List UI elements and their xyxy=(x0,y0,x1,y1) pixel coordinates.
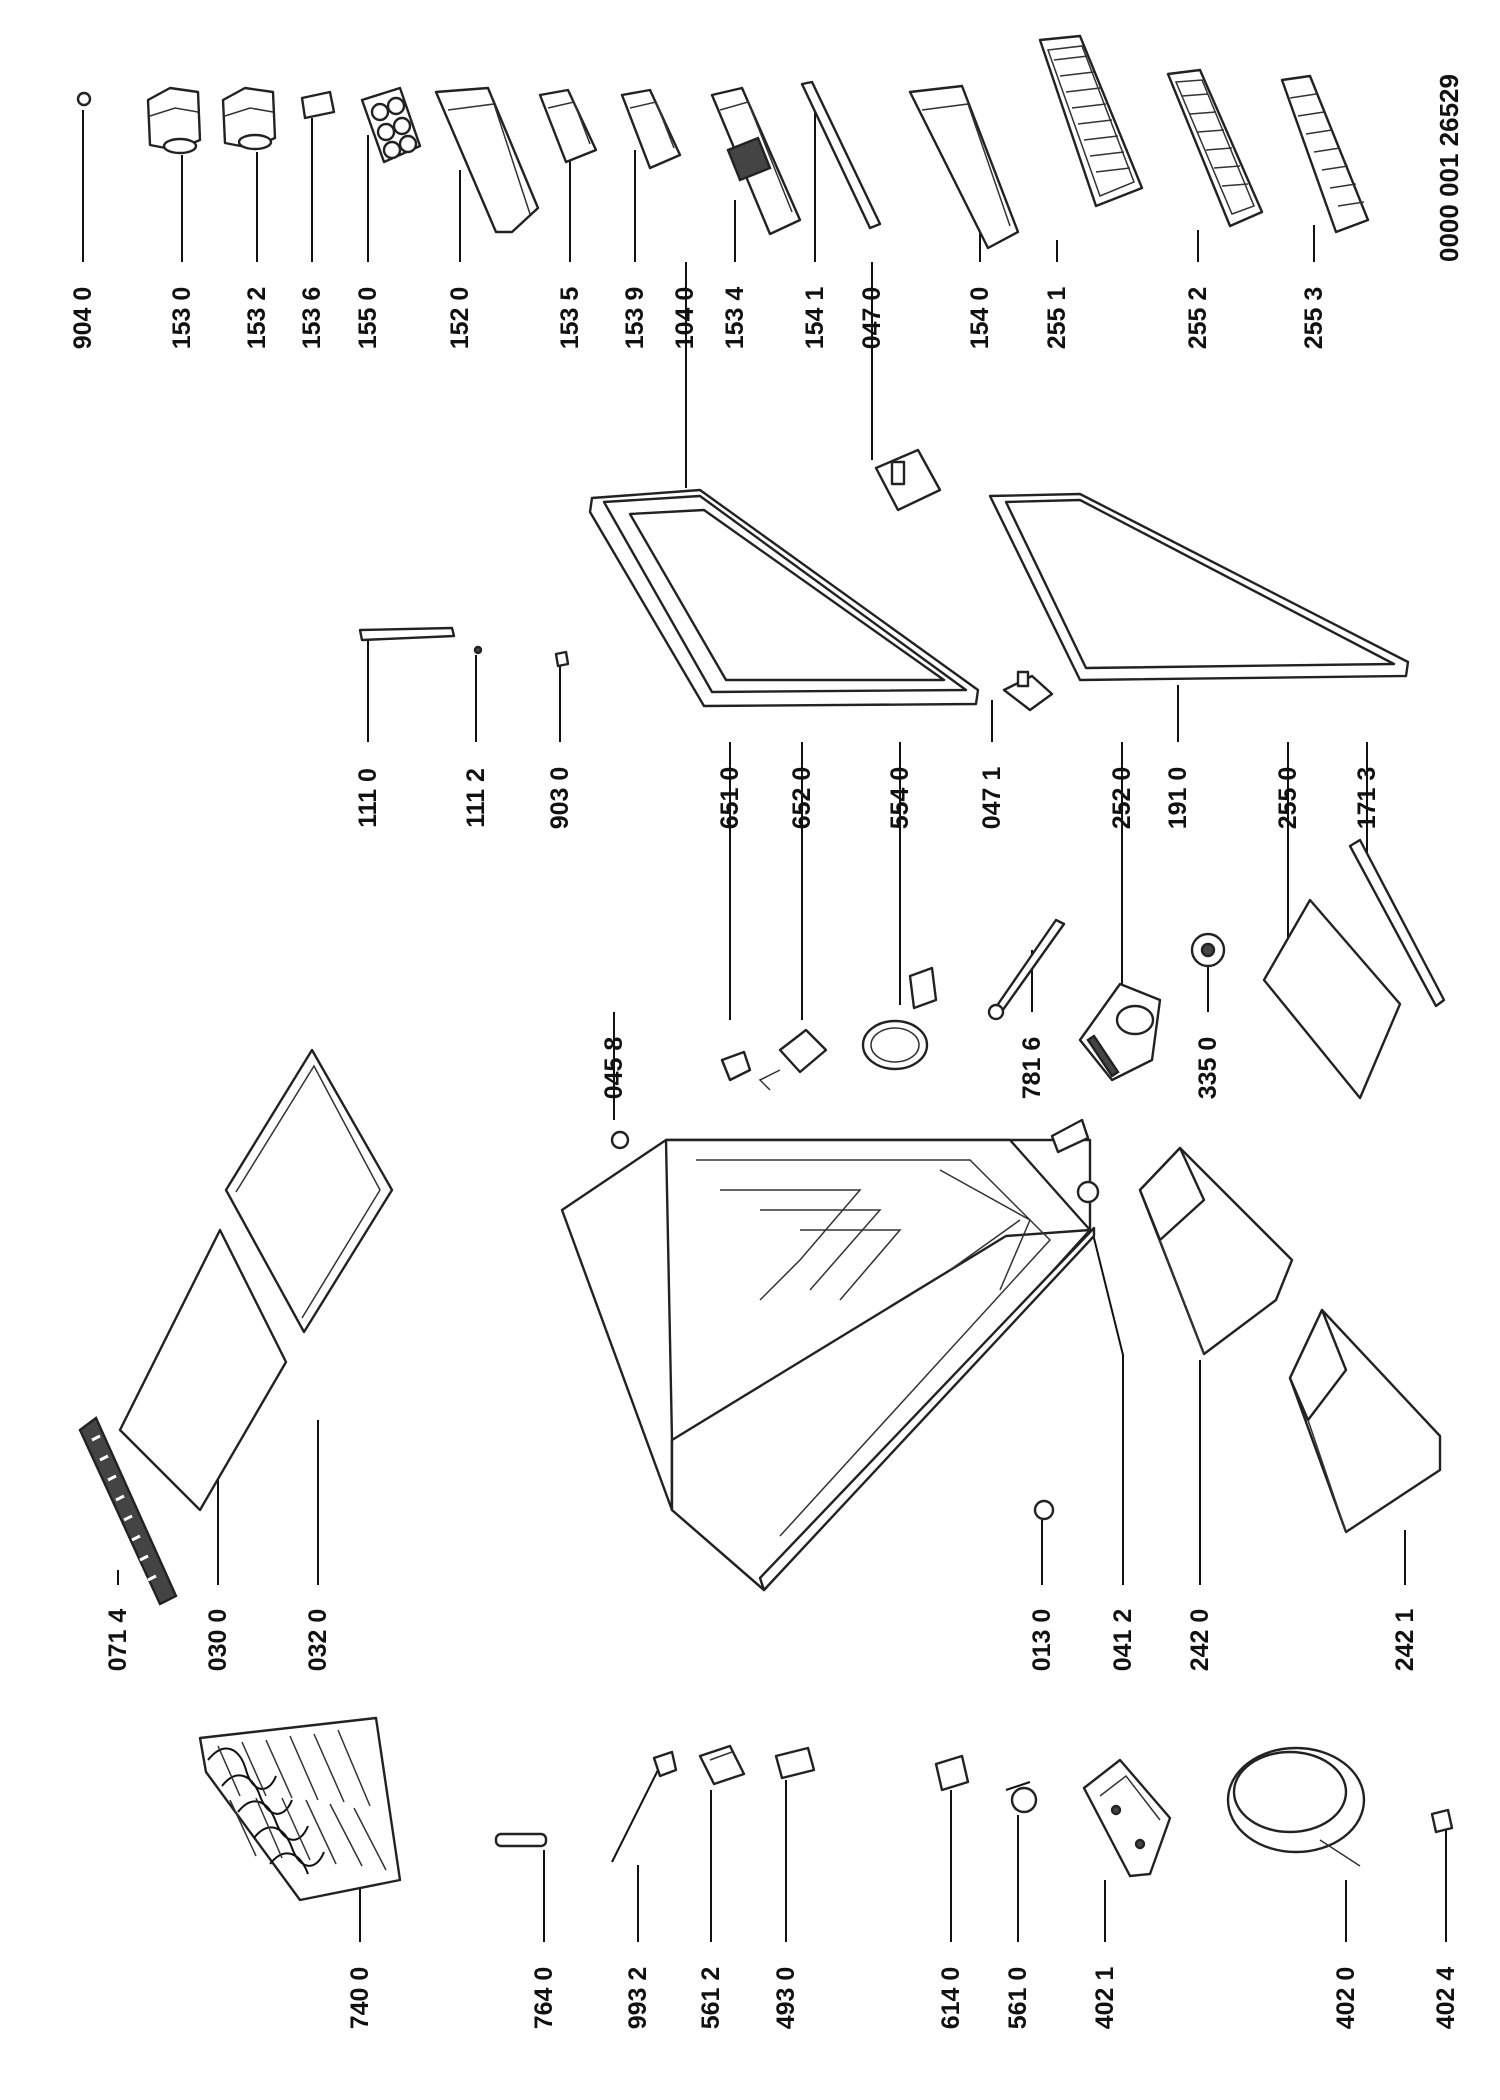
label-242-0: 242 0 xyxy=(1186,1609,1214,1672)
part-652-0 xyxy=(758,1028,828,1091)
label-013-0: 013 0 xyxy=(1028,1609,1056,1672)
label-561-0: 561 0 xyxy=(1004,1967,1032,2030)
label-153-6: 153 6 xyxy=(298,287,326,350)
part-255-3 xyxy=(1280,74,1370,234)
part-153-9 xyxy=(620,88,682,170)
part-cabinet xyxy=(560,1138,1096,1592)
part-764-0 xyxy=(494,1832,548,1848)
part-740-0 xyxy=(198,1716,402,1902)
label-561-2: 561 2 xyxy=(697,1967,725,2030)
part-255-0 xyxy=(1262,898,1402,1100)
part-402-0 xyxy=(1226,1746,1366,1867)
part-242-0 xyxy=(1138,1146,1294,1356)
part-152-0 xyxy=(434,86,540,234)
label-111-2: 111 2 xyxy=(462,768,490,828)
part-030-0 xyxy=(118,1228,288,1512)
part-171-3 xyxy=(1348,838,1446,1008)
label-153-0: 153 0 xyxy=(168,287,196,350)
document-number: 0000 001 26529 xyxy=(1434,74,1464,262)
label-402-4: 402 4 xyxy=(1432,1967,1460,2030)
label-047-1: 047 1 xyxy=(978,767,1006,830)
part-561-2 xyxy=(698,1744,746,1786)
label-402-0: 402 0 xyxy=(1332,1967,1360,2030)
part-032-0 xyxy=(224,1048,394,1334)
label-781-6: 781 6 xyxy=(1018,1037,1046,1100)
part-047-1 xyxy=(1002,670,1054,712)
part-154-0 xyxy=(908,84,1020,250)
part-252-0 xyxy=(1078,982,1162,1082)
part-561-0 xyxy=(1005,1781,1038,1814)
part-071-4 xyxy=(78,1416,178,1606)
label-191-0: 191 0 xyxy=(1164,767,1192,830)
part-903-0 xyxy=(554,650,570,668)
label-242-1: 242 1 xyxy=(1391,1609,1419,1672)
label-154-1: 154 1 xyxy=(801,287,829,350)
part-153-0 xyxy=(146,86,202,155)
part-781-6 xyxy=(987,918,1066,1021)
leader-lines xyxy=(82,110,1447,1942)
label-041-2: 041 2 xyxy=(1109,1609,1137,1672)
label-764-0: 764 0 xyxy=(530,1967,558,2030)
label-904-0: 904 0 xyxy=(69,287,97,350)
part-993-2 xyxy=(611,1750,678,1863)
part-554-0 xyxy=(861,966,938,1071)
part-614-0 xyxy=(934,1754,970,1792)
part-111-0 xyxy=(358,626,456,642)
label-402-1: 402 1 xyxy=(1091,1967,1119,2030)
part-242-1 xyxy=(1288,1308,1442,1534)
label-030-0: 030 0 xyxy=(204,1609,232,1672)
part-154-1 xyxy=(800,80,882,230)
label-154-0: 154 0 xyxy=(966,287,994,350)
part-153-2 xyxy=(221,86,277,151)
part-191-0-gasket xyxy=(988,492,1410,682)
label-032-0: 032 0 xyxy=(304,1609,332,1672)
label-255-3: 255 3 xyxy=(1300,287,1328,350)
part-255-1 xyxy=(1038,34,1144,208)
part-402-4 xyxy=(1430,1808,1454,1834)
label-071-4: 071 4 xyxy=(104,1609,132,1672)
label-255-1: 255 1 xyxy=(1043,287,1071,350)
part-153-6 xyxy=(300,90,336,120)
part-155-0 xyxy=(360,86,422,164)
part-904-0 xyxy=(76,91,92,107)
label-740-0: 740 0 xyxy=(346,1967,374,2030)
label-993-2: 993 2 xyxy=(624,1967,652,2030)
label-153-9: 153 9 xyxy=(621,287,649,350)
label-493-0: 493 0 xyxy=(772,1967,800,2030)
part-041-2 xyxy=(1050,1118,1100,1204)
label-153-4: 153 4 xyxy=(721,287,749,350)
part-111-2 xyxy=(473,645,483,655)
part-047-0 xyxy=(874,448,942,512)
label-335-0: 335 0 xyxy=(1194,1037,1222,1100)
part-153-4 xyxy=(710,86,802,236)
label-111-0: 111 0 xyxy=(354,768,382,828)
part-335-0 xyxy=(1190,932,1226,968)
part-651-0 xyxy=(720,1050,752,1082)
part-255-2 xyxy=(1166,68,1264,228)
part-104-0-door xyxy=(588,488,980,708)
label-153-2: 153 2 xyxy=(243,287,271,350)
label-152-0: 152 0 xyxy=(446,287,474,350)
part-labels: 904 0 153 0 153 2 153 6 155 0 152 0 153 … xyxy=(69,287,1460,2030)
label-614-0: 614 0 xyxy=(937,1967,965,2030)
part-493-0 xyxy=(774,1746,816,1780)
label-903-0: 903 0 xyxy=(546,767,574,830)
label-153-5: 153 5 xyxy=(556,287,584,350)
part-402-1 xyxy=(1082,1758,1172,1878)
label-155-0: 155 0 xyxy=(354,287,382,350)
part-153-5 xyxy=(538,88,598,164)
part-013-0 xyxy=(1033,1499,1055,1521)
label-255-2: 255 2 xyxy=(1184,287,1212,350)
part-045-8 xyxy=(610,1130,630,1150)
